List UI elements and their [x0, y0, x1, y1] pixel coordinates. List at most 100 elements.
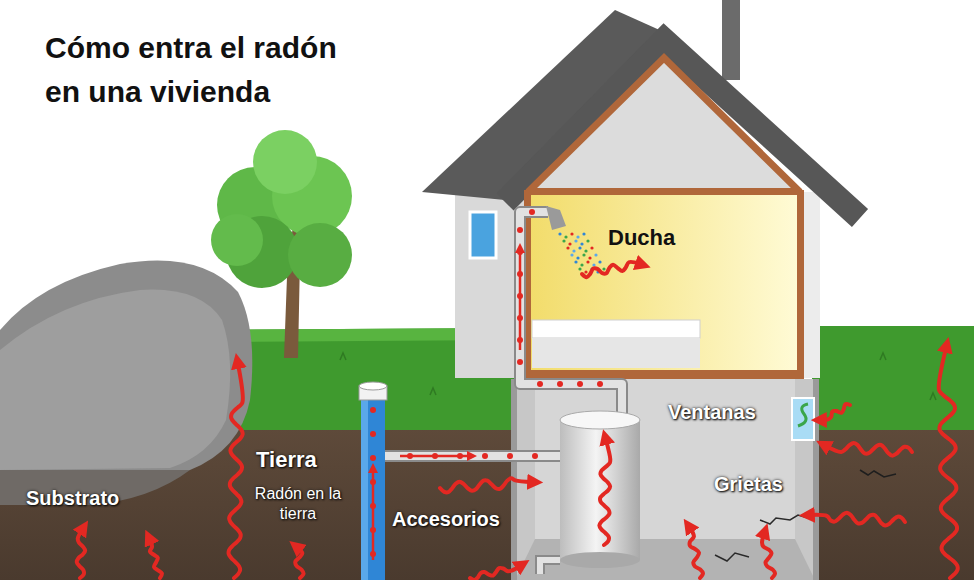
water-drop: [574, 239, 577, 242]
basement-window: [792, 398, 814, 440]
water-drop: [562, 239, 565, 242]
tree: [288, 223, 352, 287]
radon-wave-arrow: [599, 440, 610, 545]
radon-dot: [370, 455, 376, 461]
house: [528, 188, 800, 195]
radon-dot: [517, 359, 523, 365]
water-drop: [580, 242, 583, 245]
well-pipe: [359, 382, 387, 390]
water-drop: [578, 246, 581, 249]
water-drop: [578, 267, 581, 270]
radon-wave-arrow: [440, 478, 532, 492]
tree: [211, 130, 352, 358]
radon-dot: [507, 453, 513, 459]
water-drop: [564, 235, 567, 238]
radon-dot: [577, 381, 583, 387]
tree: [253, 130, 317, 194]
radon-arrows: [77, 250, 958, 580]
radon-wave-arrow: [762, 534, 775, 578]
cracks: [860, 470, 896, 477]
water-pipes: [385, 450, 562, 462]
radon-wave-arrow: [77, 530, 85, 578]
water-drop: [592, 263, 595, 266]
house: [524, 370, 804, 379]
rock-substrate: [0, 290, 230, 470]
radon-wave-arrow: [826, 443, 912, 456]
house: [470, 212, 496, 258]
pipe-flow-arrow: [519, 250, 522, 350]
house: [528, 190, 800, 374]
shower-head: [546, 206, 566, 230]
water-drop: [582, 232, 585, 235]
entry-label: Grietas: [714, 472, 783, 497]
water-pipes: [520, 212, 622, 420]
basement-window: [798, 404, 808, 426]
radon-dot: [517, 227, 523, 233]
water-heater: [560, 420, 640, 560]
water-pipes: [540, 560, 560, 574]
water-drop: [584, 249, 587, 252]
radon-dot: [370, 407, 376, 413]
source-label: Substrato: [26, 486, 119, 511]
water-drop: [566, 246, 569, 249]
radon-wave-arrow: [295, 548, 303, 578]
water-drop: [574, 260, 577, 263]
radon-wave-arrow: [150, 540, 162, 578]
water-drop: [598, 260, 601, 263]
house: [722, 0, 740, 80]
radon-dot: [370, 431, 376, 437]
radon-wave-arrow: [690, 528, 703, 578]
radon-dot: [557, 381, 563, 387]
radon-dots: [370, 209, 603, 557]
radon-wave-arrow: [810, 513, 905, 526]
radon-dot: [529, 209, 535, 215]
radon-wave-arrow: [582, 262, 640, 277]
pipe-flow-arrow: [400, 455, 470, 458]
entry-label: Accesorios: [392, 507, 500, 532]
diagram-title: Cómo entra el radón en una vivienda: [45, 26, 375, 113]
basement: [515, 379, 815, 580]
water-drop: [588, 256, 591, 259]
water-drop: [558, 232, 561, 235]
water-drop: [586, 239, 589, 242]
water-drop: [572, 249, 575, 252]
radon-wave-arrow: [939, 348, 958, 578]
water-heater: [560, 552, 640, 568]
water-drop: [570, 232, 573, 235]
radon-dot: [537, 381, 543, 387]
water-drop: [568, 242, 571, 245]
house: [528, 58, 800, 192]
radon-wave-arrow: [229, 364, 243, 578]
water-drop: [594, 253, 597, 256]
pipe-flow-arrow: [372, 470, 375, 560]
well-pipe: [359, 382, 387, 580]
water-heater: [560, 411, 640, 568]
water-drop: [582, 253, 585, 256]
source-label: Tierra: [256, 446, 317, 474]
house: [797, 190, 804, 378]
well-pipe: [361, 396, 385, 580]
water-drop: [584, 270, 587, 273]
entry-label: Ventanas: [668, 400, 756, 425]
radon-dot: [482, 453, 488, 459]
bed: [532, 338, 700, 368]
bed: [532, 320, 700, 338]
radon-dot: [532, 453, 538, 459]
room-label: Ducha: [608, 224, 675, 252]
rock-substrate: [0, 261, 252, 506]
house: [422, 0, 860, 379]
water-drop: [580, 263, 583, 266]
tree: [211, 214, 263, 266]
radon-wave-arrow: [822, 404, 850, 420]
radon-dot: [597, 381, 603, 387]
water-pipes: [540, 560, 560, 574]
source-note: Radón en la tierra: [246, 484, 350, 524]
water-heater: [560, 411, 640, 429]
water-pipes: [520, 212, 622, 420]
shower-head: [546, 206, 566, 230]
water-drop: [602, 267, 605, 270]
water-drop: [590, 246, 593, 249]
water-drop: [570, 253, 573, 256]
rock-substrate: [0, 261, 252, 471]
